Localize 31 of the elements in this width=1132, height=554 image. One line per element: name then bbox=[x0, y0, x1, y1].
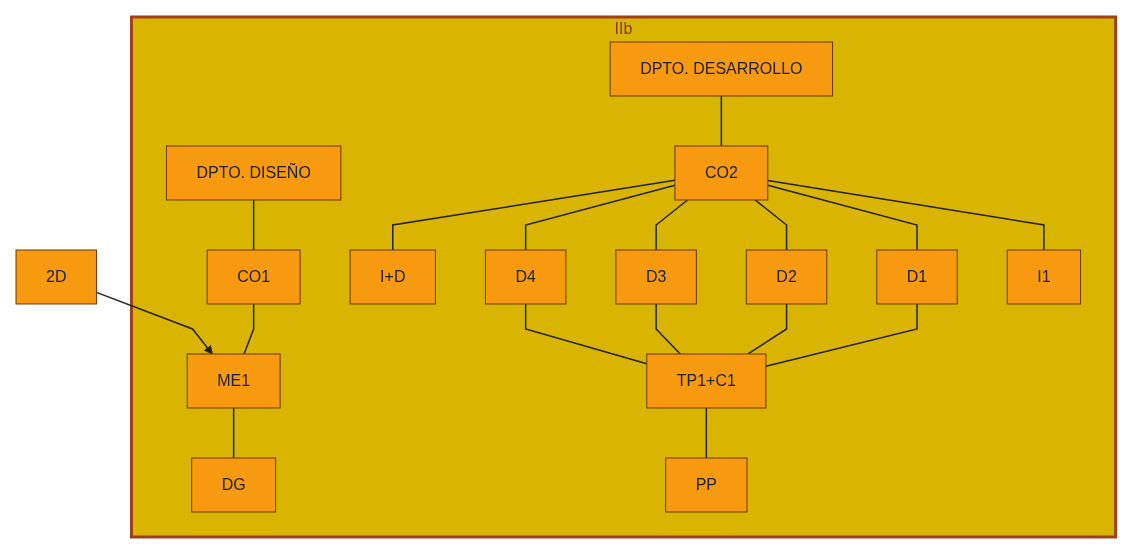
node-box: PP bbox=[665, 457, 748, 513]
connector bbox=[754, 199, 788, 251]
node-box: D4 bbox=[485, 249, 567, 305]
node-box: CO1 bbox=[206, 249, 301, 305]
connector bbox=[720, 95, 723, 147]
arrow bbox=[95, 291, 213, 355]
node-box: CO2 bbox=[674, 145, 769, 201]
connector bbox=[392, 179, 676, 251]
connector bbox=[705, 407, 708, 459]
connector bbox=[233, 407, 235, 459]
connector bbox=[765, 303, 918, 368]
node-box: I+D bbox=[349, 249, 437, 305]
node-box: D2 bbox=[746, 249, 828, 305]
node-box: DPTO. DISEÑO bbox=[166, 145, 342, 201]
node-box: D3 bbox=[615, 249, 698, 305]
connector bbox=[655, 303, 682, 355]
connector bbox=[525, 184, 676, 251]
node-box: DG bbox=[191, 457, 277, 513]
connector bbox=[525, 303, 648, 365]
node-box: 2D bbox=[15, 249, 98, 305]
connector bbox=[767, 184, 918, 251]
node-box: TP1+C1 bbox=[646, 353, 767, 409]
node-box: DPTO. DESARROLLO bbox=[609, 41, 834, 97]
connector bbox=[243, 303, 255, 355]
connector bbox=[767, 179, 1045, 251]
connector bbox=[655, 199, 689, 251]
node-box: ME1 bbox=[186, 353, 281, 409]
node-box: I1 bbox=[1006, 249, 1082, 305]
node-box: D1 bbox=[876, 249, 958, 305]
connector bbox=[253, 199, 255, 251]
connector bbox=[747, 303, 788, 355]
